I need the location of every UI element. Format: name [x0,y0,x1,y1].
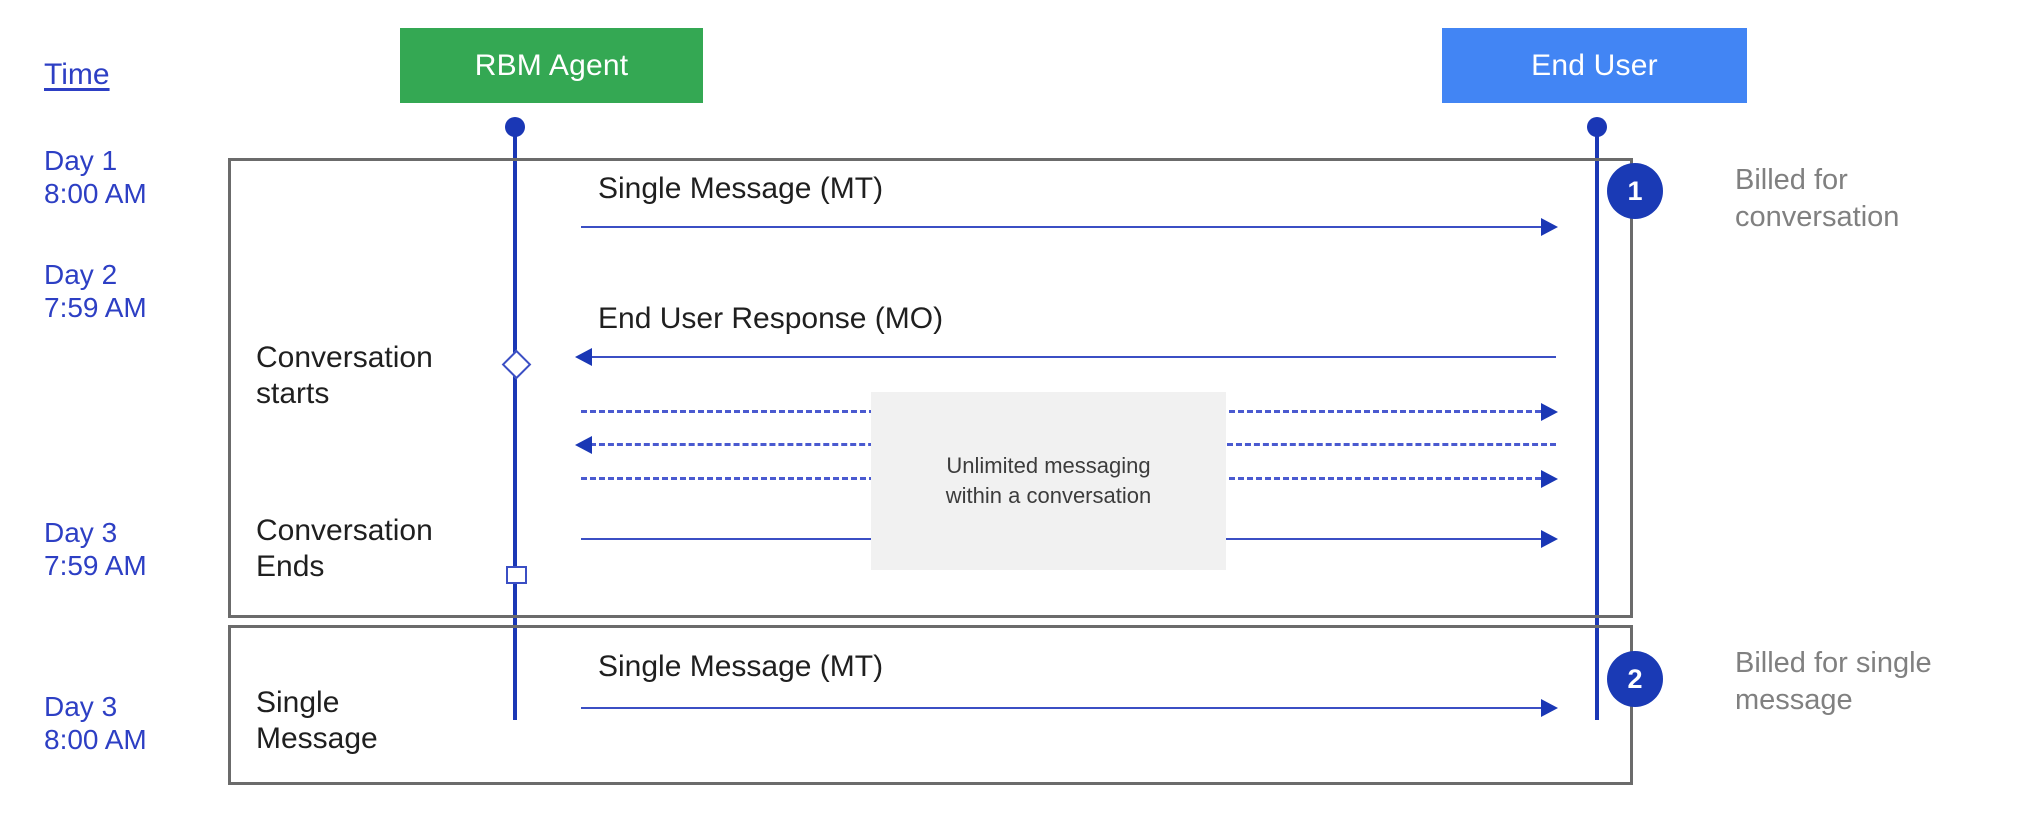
actor-box-end-user[interactable]: End User [1442,28,1747,103]
message-arrowhead-5 [1541,470,1558,488]
panel-conversation-window [228,158,1633,618]
time-column-header: Time [44,58,110,91]
timestamp-day1: Day 1 8:00 AM [44,145,147,210]
lifeline-rbm-agent [513,125,517,720]
message-label-1: Single Message (MT) [598,172,884,205]
stage-label-single-message: Single Message [256,686,378,755]
message-line-1 [581,226,1556,228]
message-arrowhead-4 [575,436,592,454]
callout-badge-2[interactable]: 2 [1607,651,1663,707]
note-unlimited-messaging: Unlimited messaging within a conversatio… [871,392,1226,570]
timestamp-day2: Day 2 7:59 AM [44,259,147,324]
message-arrowhead-2 [575,348,592,366]
timestamp-day3-single: Day 3 8:00 AM [44,691,147,756]
callout-text-1: Billed for conversation [1735,164,1900,234]
callout-text-2: Billed for single message [1735,647,1932,717]
message-arrowhead-6 [1541,530,1558,548]
actor-label-rbm-agent: RBM Agent [474,48,629,82]
message-arrowhead-1 [1541,218,1558,236]
message-label-7: Single Message (MT) [598,650,884,683]
lifeline-end-user [1595,125,1599,720]
actor-label-end-user: End User [1531,48,1658,82]
message-arrowhead-7 [1541,699,1558,717]
callout-badge-1[interactable]: 1 [1607,163,1663,219]
message-arrowhead-3 [1541,403,1558,421]
message-line-2 [590,356,1556,358]
timestamp-day3-end: Day 3 7:59 AM [44,517,147,582]
note-text: Unlimited messaging within a conversatio… [945,453,1152,508]
message-label-2: End User Response (MO) [598,302,944,335]
stage-label-conversation-starts: Conversation starts [256,341,433,410]
panel-single-message [228,625,1633,785]
conversation-end-square-marker [506,566,527,584]
actor-box-rbm-agent[interactable]: RBM Agent [400,28,703,103]
stage-label-conversation-ends: Conversation Ends [256,514,433,583]
message-line-7 [581,707,1556,709]
